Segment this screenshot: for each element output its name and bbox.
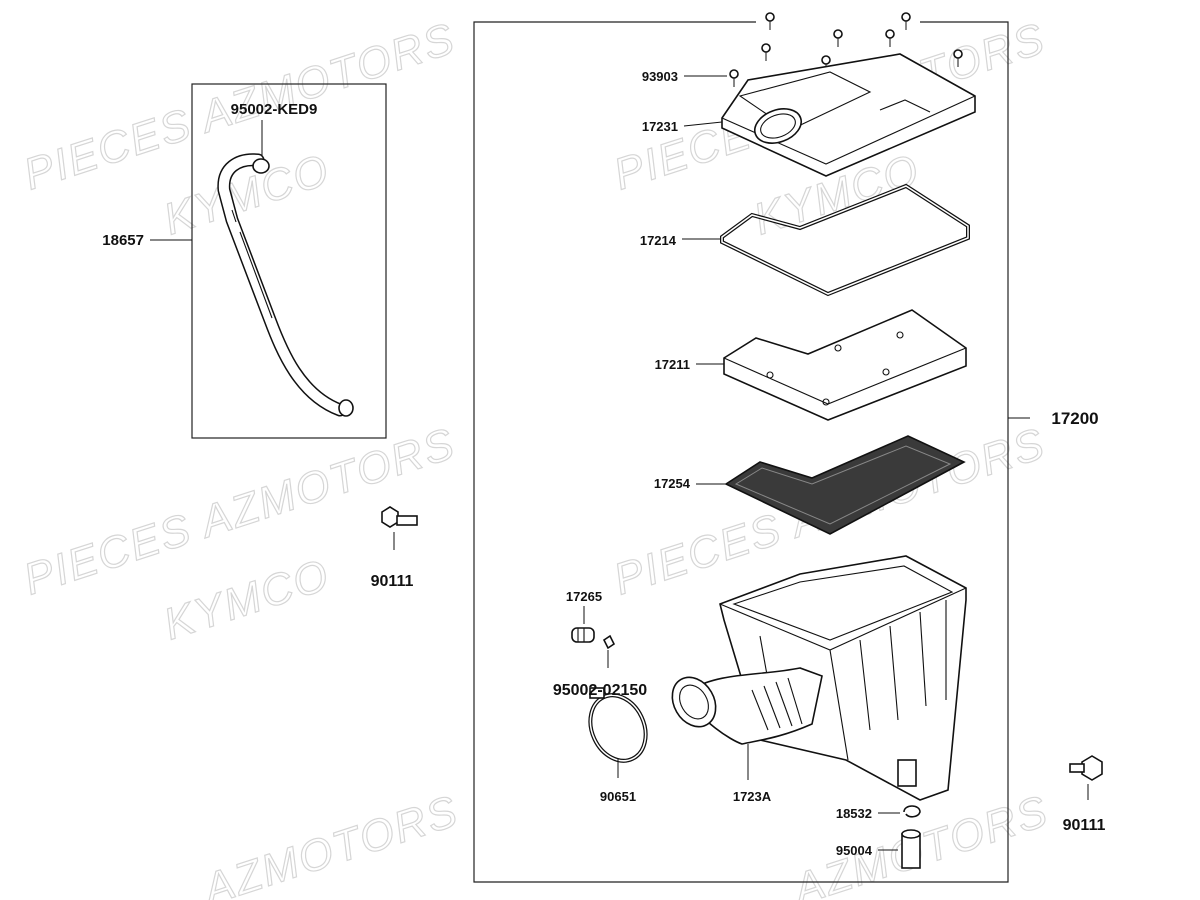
- filter-frame: [723, 309, 967, 421]
- part-label-95002-ked9: 95002-KED9: [231, 101, 318, 118]
- airbox-cover: [721, 53, 976, 177]
- airbox-gasket: [720, 183, 970, 297]
- intake-duct: [671, 667, 823, 745]
- bolt-90111-left: [381, 506, 418, 550]
- drain-tube-95004: [901, 829, 921, 869]
- clip-18532: [903, 805, 921, 818]
- part-label-17231: 17231: [642, 119, 678, 134]
- hose-clamp-90651: [588, 687, 648, 763]
- part-label-90111-left: 90111: [371, 573, 414, 590]
- part-label-17265: 17265: [566, 589, 602, 604]
- airbox-group-frame: [473, 21, 1009, 883]
- filter-element: [724, 435, 966, 535]
- part-label-95002-02150: 95002-02150: [553, 682, 647, 699]
- breather-hose: [217, 153, 354, 417]
- hose-group-frame: [191, 83, 387, 439]
- watermark-text-9: AZMOTORS: [195, 786, 465, 900]
- clip-95002-02150: [602, 634, 616, 668]
- hose-clamp-top: [252, 158, 270, 174]
- part-label-17214: 17214: [640, 233, 677, 248]
- part-label-95004: 95004: [836, 843, 873, 858]
- part-label-18657: 18657: [102, 232, 144, 249]
- drain-plug-17265: [571, 627, 595, 643]
- hose-clamp-bottom: [338, 399, 354, 417]
- part-label-1723A: 1723A: [733, 789, 772, 804]
- part-label-18532: 18532: [836, 806, 872, 821]
- part-label-93903: 93903: [642, 69, 678, 84]
- watermark-text-6: KYMCO: [158, 550, 336, 650]
- part-label-17254: 17254: [654, 476, 691, 491]
- part-label-90111-right: 90111: [1063, 817, 1106, 834]
- part-label-17200: 17200: [1051, 409, 1098, 428]
- airbox-body: [719, 555, 967, 801]
- part-label-90651: 90651: [600, 789, 636, 804]
- part-label-17211: 17211: [655, 357, 690, 372]
- bolt-90111-right: [1069, 755, 1103, 800]
